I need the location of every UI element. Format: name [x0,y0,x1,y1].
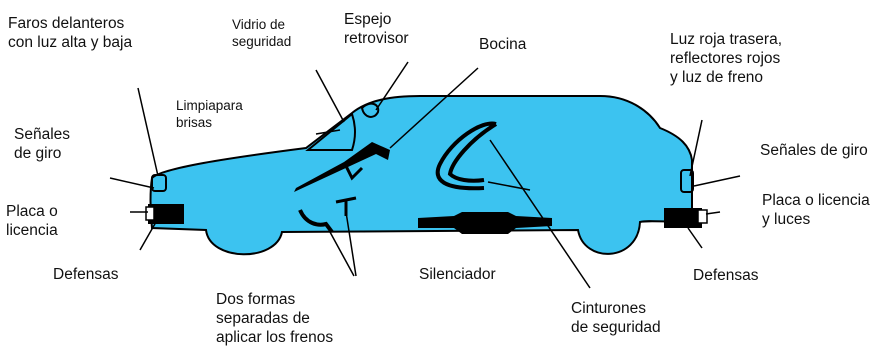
label-rear-lights: Luz roja trasera, reflectores rojos y lu… [670,31,782,86]
leader-lines [109,61,741,289]
label-rear-turn-signals: Señales de giro [760,142,868,159]
front-bumper [148,204,184,224]
label-muffler: Silenciador [419,266,496,283]
label-rear-plate: Placa o licencia y luces [762,192,870,228]
label-safety-glass: Vidrio de seguridad [232,17,292,49]
rear-plate [697,209,708,224]
label-horn: Bocina [479,36,527,53]
rear-tail-light [680,169,694,193]
mirror-shape [360,102,380,118]
label-front-plate: Placa o licencia [6,203,58,239]
front-headlight [151,174,167,192]
rear-bumper [664,208,702,228]
label-wipers: Limpiapara brisas [176,98,243,130]
label-brakes: Dos formas separadas de aplicar los fren… [216,291,334,346]
seatbelt-shape [435,121,498,191]
label-mirror: Espejo retrovisor [344,11,409,47]
front-plate [145,206,155,221]
label-seatbelts: Cinturones de seguridad [571,300,661,336]
label-front-turn-signals: Señales de giro [14,126,71,162]
label-front-bumper: Defensas [53,266,119,283]
muffler-shape [418,212,552,234]
windshield [305,112,356,151]
label-rear-bumper: Defensas [693,267,759,284]
label-headlights: Faros delanteros con luz alta y baja [8,15,133,51]
brake-pedal [298,209,334,234]
steering-column [294,142,390,192]
steering-detail [344,165,364,181]
